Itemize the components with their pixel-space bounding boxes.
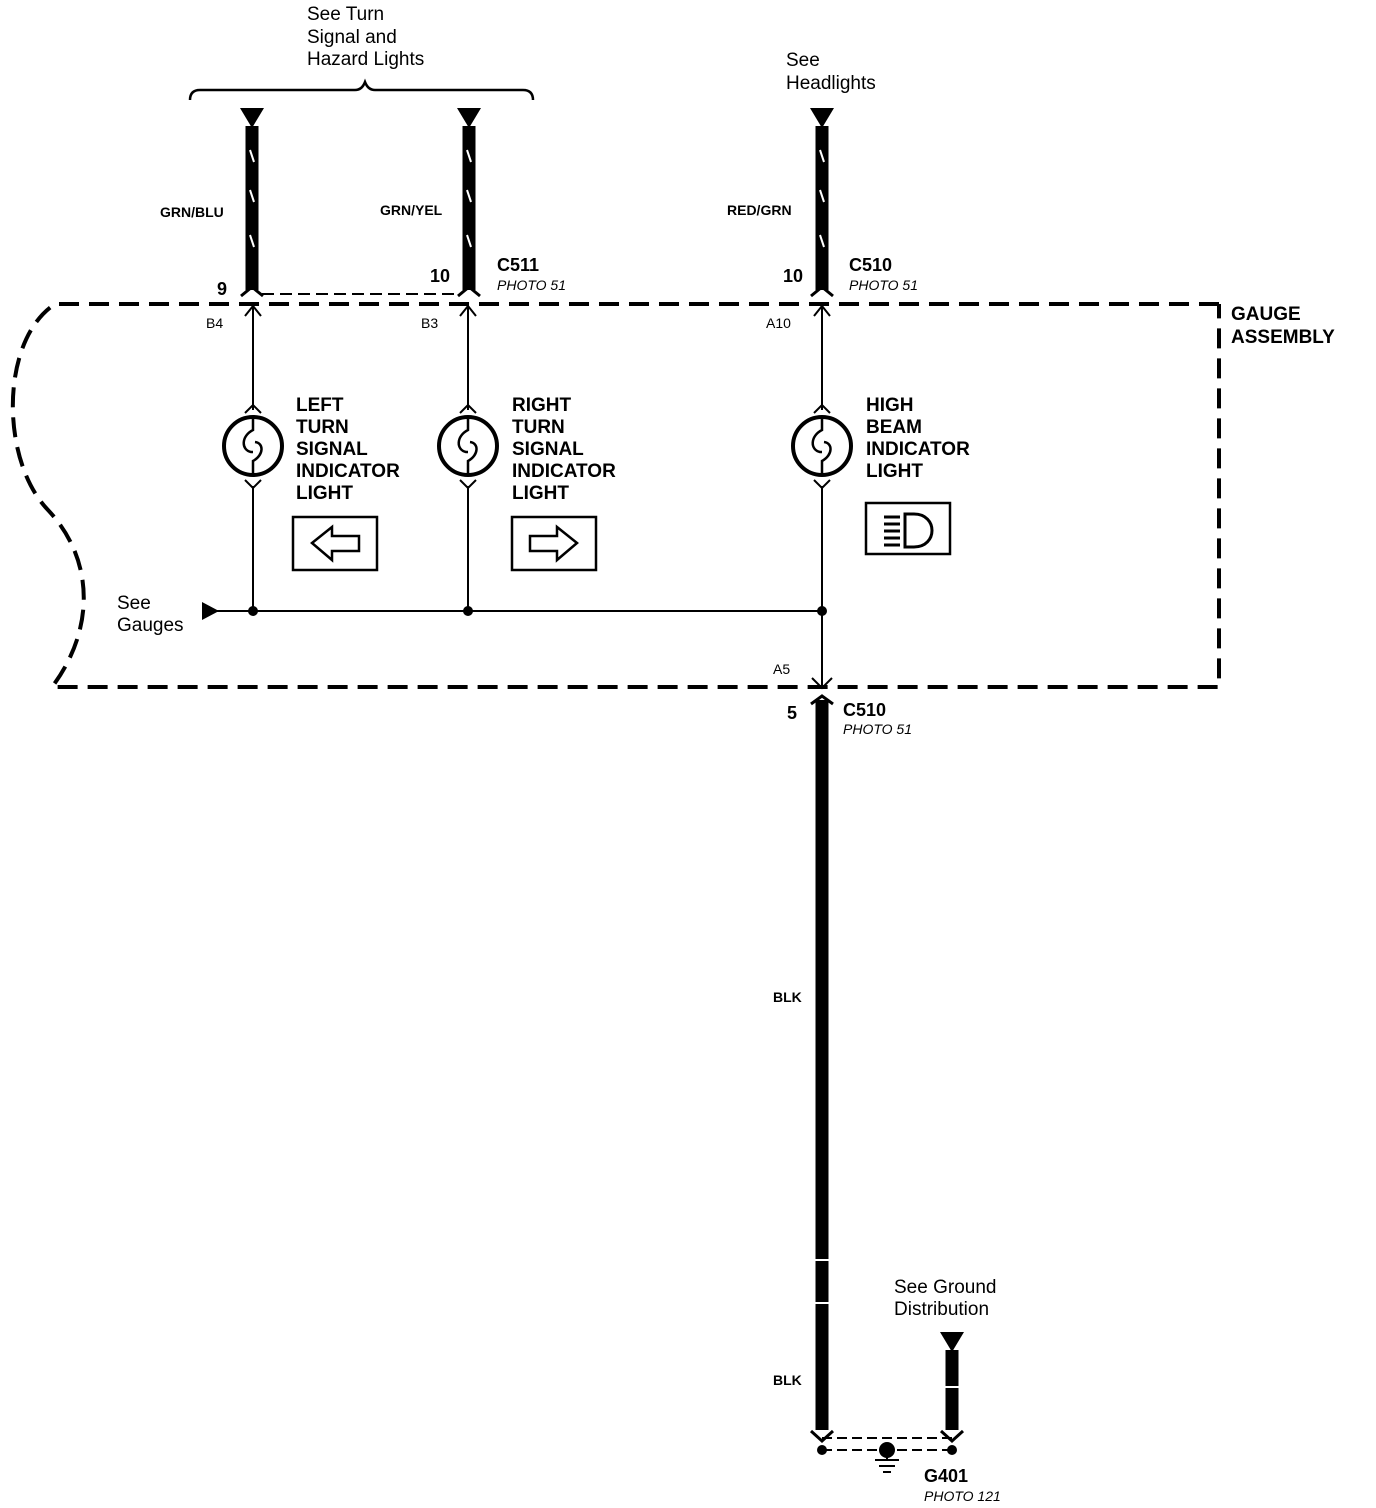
wire-color-blk-lower: BLK xyxy=(773,1372,802,1388)
turn-signal-reference: See Turn Signal and Hazard Lights xyxy=(188,4,535,101)
wire-grn-blu: GRN/BLU xyxy=(160,108,264,298)
c510-top-name: C510 xyxy=(849,255,892,275)
wire-blk-ground: BLK BLK xyxy=(773,694,835,1444)
wire-red-grn: RED/GRN xyxy=(727,108,834,298)
splice-dot-right xyxy=(463,606,473,616)
wire-grn-yel: GRN/YEL xyxy=(380,108,481,298)
reference-bracket xyxy=(188,78,535,101)
left-light-line2: TURN xyxy=(296,417,349,438)
c510-top-photo: PHOTO 51 xyxy=(849,277,918,293)
wire-color-grn-blu: GRN/BLU xyxy=(160,204,224,220)
headlights-ref-line2: Headlights xyxy=(786,73,876,94)
gauge-assembly-label-line1: GAUGE xyxy=(1231,304,1301,325)
high-beam-line2: BEAM xyxy=(866,417,922,438)
gauge-assembly-boundary xyxy=(10,302,1221,689)
internal-wiring xyxy=(202,304,833,690)
splice-dot-high-beam xyxy=(817,606,827,616)
left-light-label: LEFT TURN SIGNAL INDICATOR LIGHT xyxy=(296,395,400,504)
c511-name: C511 xyxy=(497,255,539,275)
left-turn-bulb-icon xyxy=(222,415,284,477)
ground-distribution-wire xyxy=(939,1332,965,1444)
high-beam-line3: INDICATOR xyxy=(866,439,970,460)
left-light-line3: SIGNAL xyxy=(296,439,368,460)
high-beam-label: HIGH BEAM INDICATOR LIGHT xyxy=(866,395,970,482)
headlights-reference: See Headlights xyxy=(786,50,876,94)
right-turn-bulb-icon xyxy=(437,415,499,477)
right-light-line1: RIGHT xyxy=(512,395,572,416)
gauge-assembly-label-line2: ASSEMBLY xyxy=(1231,327,1335,348)
left-light-line1: LEFT xyxy=(296,395,344,416)
c510-bottom-photo: PHOTO 51 xyxy=(843,721,912,737)
high-beam-line4: LIGHT xyxy=(866,461,923,482)
ground-name: G401 xyxy=(924,1466,968,1486)
ground-ref-line2: Distribution xyxy=(894,1299,989,1320)
wire-arrow-grn-blu xyxy=(240,108,264,128)
turn-signal-ref-line3: Hazard Lights xyxy=(307,49,424,70)
high-beam-icon xyxy=(864,501,952,556)
right-light-line2: TURN xyxy=(512,417,565,438)
turn-signal-ref-line2: Signal and xyxy=(307,27,397,48)
wire-arrow-red-grn xyxy=(810,108,834,128)
c510-bottom-pin: 5 xyxy=(787,703,797,723)
terminal-b3: B3 xyxy=(421,315,438,331)
wire-color-blk-upper: BLK xyxy=(773,989,802,1005)
wire-color-grn-yel: GRN/YEL xyxy=(380,202,443,218)
ground-ref-arrow xyxy=(940,1332,964,1352)
turn-signal-ref-line1: See Turn xyxy=(307,4,384,25)
ground-g401-icon xyxy=(817,1437,957,1473)
high-beam-bulb-icon xyxy=(791,415,853,477)
right-light-line3: SIGNAL xyxy=(512,439,584,460)
c510-bottom-name: C510 xyxy=(843,700,886,720)
right-arrow-icon xyxy=(510,515,598,572)
left-arrow-icon xyxy=(291,515,379,572)
right-light-label: RIGHT TURN SIGNAL INDICATOR LIGHT xyxy=(512,395,616,504)
ground-photo: PHOTO 121 xyxy=(924,1488,1001,1504)
c511-pin-10: 10 xyxy=(430,266,450,286)
terminal-b4: B4 xyxy=(206,315,223,331)
left-light-line4: INDICATOR xyxy=(296,461,400,482)
gauges-ref-line1: See xyxy=(117,593,151,614)
gauges-ref-line2: Gauges xyxy=(117,615,184,636)
c511-pin-9: 9 xyxy=(217,279,227,299)
splice-dot-left xyxy=(248,606,258,616)
terminal-a5: A5 xyxy=(773,661,790,677)
headlights-ref-line1: See xyxy=(786,50,820,71)
c510-top-pin: 10 xyxy=(783,266,803,286)
c511-photo: PHOTO 51 xyxy=(497,277,566,293)
terminal-a10: A10 xyxy=(766,315,791,331)
high-beam-line1: HIGH xyxy=(866,395,914,416)
ground-ref-line1: See Ground xyxy=(894,1277,996,1298)
wire-color-red-grn: RED/GRN xyxy=(727,202,792,218)
gauges-ref-arrow xyxy=(202,602,219,620)
right-light-line5: LIGHT xyxy=(512,483,569,504)
right-light-line4: INDICATOR xyxy=(512,461,616,482)
wire-arrow-grn-yel xyxy=(457,108,481,128)
left-light-line5: LIGHT xyxy=(296,483,353,504)
